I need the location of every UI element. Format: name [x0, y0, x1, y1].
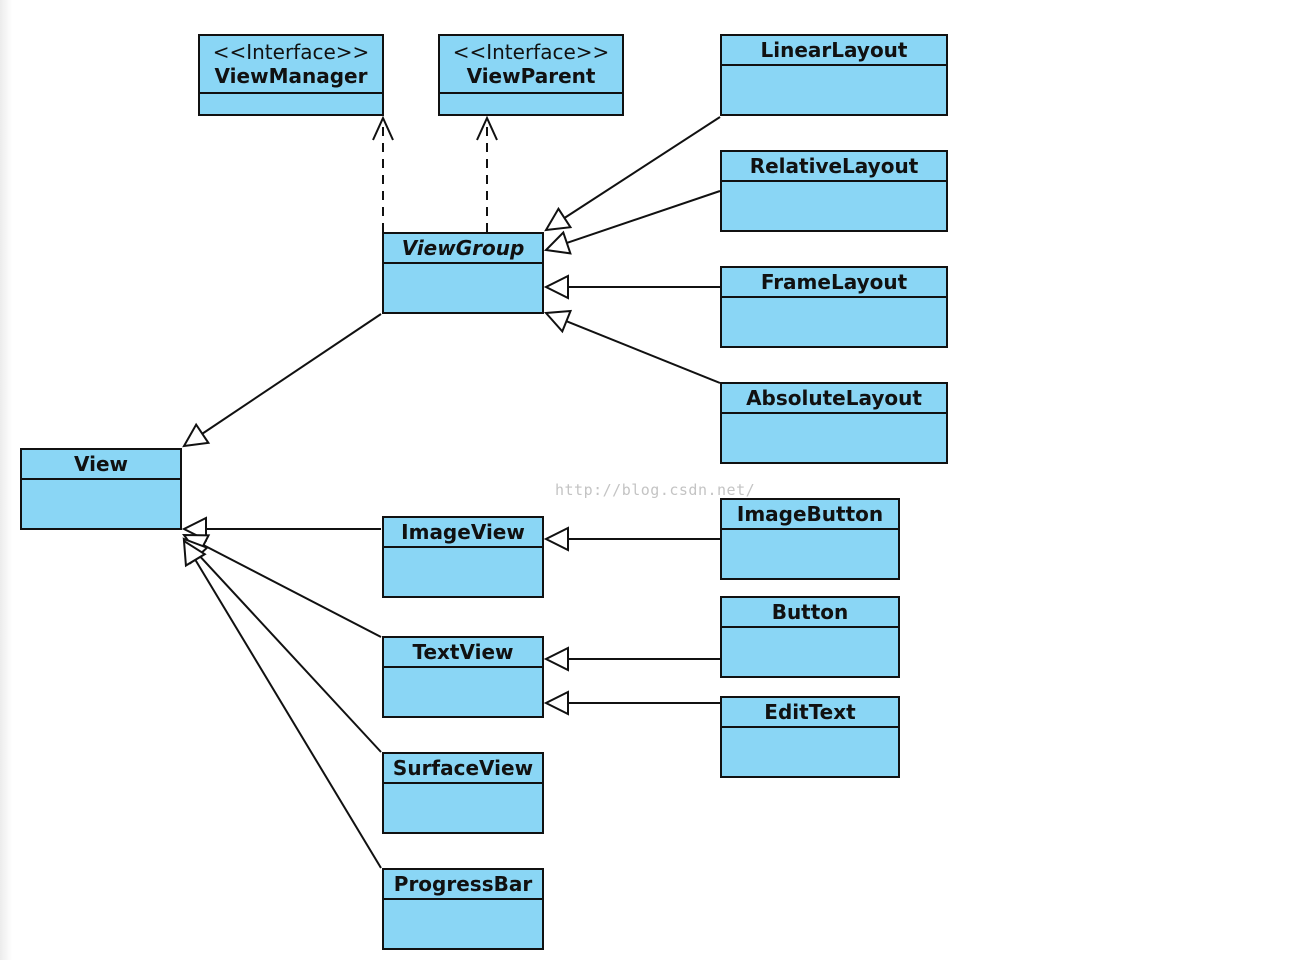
stereotype-label: <<Interface>>	[212, 40, 370, 64]
class-header: <<Interface>> ViewManager	[200, 36, 382, 94]
class-box-edit-text: EditText	[720, 696, 900, 778]
class-header: ProgressBar	[384, 870, 542, 900]
class-box-view-manager: <<Interface>> ViewManager	[198, 34, 384, 116]
class-box-button: Button	[720, 596, 900, 678]
class-name: ImageButton	[736, 502, 884, 526]
class-box-frame-layout: FrameLayout	[720, 266, 948, 348]
generalization-progressbar-view-line	[194, 559, 382, 869]
class-box-view: View	[20, 448, 182, 530]
realization-viewgroup-viewparent-arrowhead	[476, 115, 498, 141]
stereotype-label: <<Interface>>	[452, 40, 610, 64]
class-name: RelativeLayout	[749, 154, 919, 178]
class-header: ImageButton	[722, 500, 898, 530]
class-name: Button	[771, 600, 849, 624]
generalization-absolutelayout-viewgroup-line	[566, 320, 721, 384]
class-box-text-view: TextView	[382, 636, 544, 718]
generalization-progressbar-view-arrowhead	[182, 539, 207, 568]
class-name: SurfaceView	[392, 756, 534, 780]
class-header: Button	[722, 598, 898, 628]
class-name: ProgressBar	[393, 872, 533, 896]
generalization-framelayout-viewgroup-arrowhead	[543, 274, 569, 300]
class-name: EditText	[764, 700, 856, 724]
class-header: <<Interface>> ViewParent	[440, 36, 622, 94]
class-name: ViewParent	[466, 64, 596, 88]
generalization-button-textview-arrowhead	[543, 646, 569, 672]
class-header: LinearLayout	[722, 36, 946, 66]
class-box-progress-bar: ProgressBar	[382, 868, 544, 950]
generalization-viewgroup-view-line	[201, 313, 382, 435]
class-box-surface-view: SurfaceView	[382, 752, 544, 834]
class-box-image-button: ImageButton	[720, 498, 900, 580]
class-header: View	[22, 450, 180, 480]
class-header: ImageView	[384, 518, 542, 548]
class-name: FrameLayout	[760, 270, 908, 294]
generalization-imagebutton-imageview-arrowhead	[543, 526, 569, 552]
class-name: LinearLayout	[760, 38, 908, 62]
generalization-surfaceview-view-line	[198, 554, 382, 753]
left-edge-shade	[0, 0, 12, 960]
class-box-relative-layout: RelativeLayout	[720, 150, 948, 232]
generalization-relativelayout-viewgroup-arrowhead	[543, 230, 572, 255]
class-name: View	[73, 452, 129, 476]
watermark-text: http://blog.csdn.net/	[555, 481, 756, 499]
generalization-relativelayout-viewgroup-line	[566, 190, 721, 244]
class-header: TextView	[384, 638, 542, 668]
class-box-absolute-layout: AbsoluteLayout	[720, 382, 948, 464]
generalization-textview-view-line	[203, 544, 382, 638]
class-name: ViewGroup	[401, 236, 525, 260]
class-header: RelativeLayout	[722, 152, 946, 182]
class-header: AbsoluteLayout	[722, 384, 946, 414]
class-header: ViewGroup	[384, 234, 542, 264]
class-box-view-parent: <<Interface>> ViewParent	[438, 34, 624, 116]
class-box-view-group: ViewGroup	[382, 232, 544, 314]
class-box-linear-layout: LinearLayout	[720, 34, 948, 116]
generalization-viewgroup-view-arrowhead	[182, 422, 211, 448]
class-name: AbsoluteLayout	[746, 386, 922, 410]
class-header: SurfaceView	[384, 754, 542, 784]
class-header: EditText	[722, 698, 898, 728]
class-name: TextView	[412, 640, 514, 664]
class-box-image-view: ImageView	[382, 516, 544, 598]
generalization-linearlayout-viewgroup-arrowhead	[544, 206, 573, 232]
class-header: FrameLayout	[722, 268, 946, 298]
class-name: ImageView	[401, 520, 525, 544]
generalization-absolutelayout-viewgroup-arrowhead	[543, 309, 573, 334]
class-name: ViewManager	[214, 64, 368, 88]
generalization-edittext-textview-arrowhead	[543, 690, 569, 716]
generalization-linearlayout-viewgroup-line	[563, 116, 721, 219]
realization-viewgroup-viewmanager-arrowhead	[372, 115, 394, 141]
